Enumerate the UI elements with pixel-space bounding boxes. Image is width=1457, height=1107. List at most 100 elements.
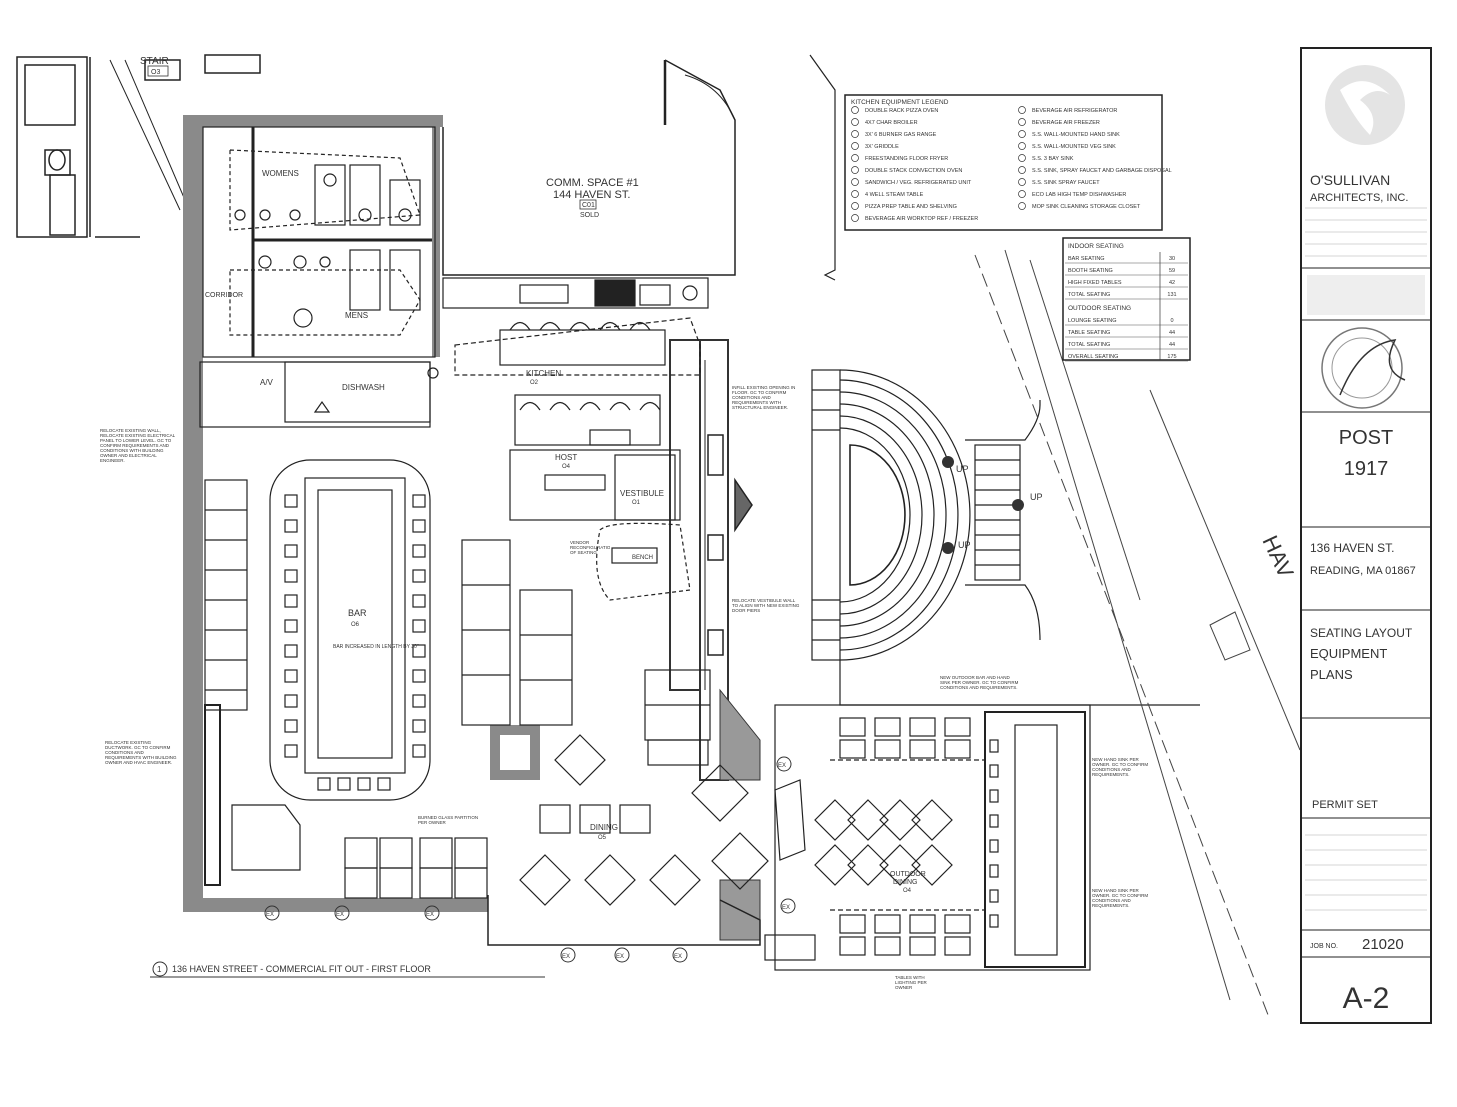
job-number: 21020 [1362, 936, 1404, 953]
indoor-seating-title: INDOOR SEATING [1068, 243, 1124, 250]
seating-row-value: 30 [1169, 256, 1175, 262]
comm-space-title: COMM. SPACE #1 [546, 177, 639, 189]
note-relocate-wall: RELOCATE EXISTING WALL, RELOCATE EXISTIN… [100, 428, 175, 463]
vestibule-number: O1 [632, 500, 641, 506]
sheet-title-2: EQUIPMENT [1310, 646, 1387, 661]
note-vendor-config: VENDOR RECONFIGURATION OF SEATING [570, 540, 610, 555]
exit-markers: EX EX EX EX EX EX EX EX [264, 756, 796, 963]
legend-marker [851, 130, 859, 138]
legend-item: BEVERAGE AIR WORKTOP REF / FREEZER [865, 216, 978, 222]
vestibule-label: VESTIBULE [620, 489, 664, 498]
restroom-labels: WOMENS MENS CORRIDOR [205, 169, 368, 320]
left-booths [204, 479, 301, 886]
dining-labels: DINING O5 [590, 823, 618, 841]
legend-marker [851, 154, 859, 162]
note-relocate-vestibule: RELOCATE VESTIBULE WALL TO ALIGN WITH NE… [732, 598, 799, 613]
svg-text:EX: EX [336, 912, 344, 918]
firm-name: O'SULLIVAN [1310, 172, 1390, 188]
svg-text:EX: EX [562, 954, 570, 960]
seating-row-label: OVERALL SEATING [1068, 354, 1118, 360]
seating-row-value: 44 [1169, 330, 1175, 336]
up-label: UP [956, 464, 969, 474]
seating-row-label: BAR SEATING [1068, 256, 1105, 262]
exit-marker: EX [560, 947, 576, 963]
legend-item: S.S. SINK SPRAY FAUCET [1032, 180, 1100, 186]
note-infill-floor: INFILL EXISTING OPENING IN FLOOR. GC TO … [732, 385, 795, 410]
legend-item: DOUBLE STACK CONVECTION OVEN [865, 168, 962, 174]
outdoor-labels: OUTDOOR DINING O4 [890, 871, 926, 894]
dining-number: O5 [598, 835, 607, 841]
legend-item: 4X7 CHAR BROILER [865, 120, 918, 126]
comm-space-room [442, 59, 736, 276]
outdoor-side-chairs [989, 739, 999, 928]
legend-item: 3X' 6 BURNER GAS RANGE [865, 132, 937, 138]
firm-name-2: ARCHITECTS, INC. [1310, 192, 1408, 204]
outdoor-label: OUTDOOR [890, 871, 926, 878]
legend-item: MOP SINK CLEANING STORAGE CLOSET [1032, 204, 1141, 210]
comm-space-note: SOLD [580, 212, 599, 219]
legend-left-column: DOUBLE RACK PIZZA OVEN 4X7 CHAR BROILER 3X… [851, 106, 978, 222]
svg-text:EX: EX [674, 954, 682, 960]
sheet-number: A-2 [1343, 982, 1390, 1015]
legend-marker [851, 106, 859, 114]
seating-row-label: LOUNGE SEATING [1068, 318, 1117, 324]
host-number: O4 [562, 464, 571, 470]
dishwash-label: DISHWASH [342, 383, 385, 392]
equipment-legend: KITCHEN EQUIPMENT LEGEND DOUBLE RACK PIZ… [844, 94, 1172, 231]
legend-marker [1018, 190, 1026, 198]
outdoor-seating-title: OUTDOOR SEATING [1068, 305, 1131, 312]
callout-notes: RELOCATE EXISTING WALL, RELOCATE EXISTIN… [100, 385, 1148, 990]
exit-marker: EX [264, 905, 280, 921]
legend-marker [1018, 166, 1026, 174]
legend-item: ECO LAB HIGH TEMP DISHWASHER [1032, 192, 1126, 198]
seating-row-value: 175 [1167, 354, 1176, 360]
bar-number: O6 [351, 622, 360, 628]
stair-label: STAIR O3 [140, 56, 169, 77]
project-name-2: 1917 [1344, 458, 1389, 480]
building-walls [183, 115, 761, 941]
up-label: UP [1030, 492, 1043, 502]
bar-increased-note: BAR INCREASED IN LENGTH BY 30" [333, 644, 419, 650]
permit-set-label: PERMIT SET [1312, 799, 1378, 811]
exit-marker: EX [424, 905, 440, 921]
bench-label: BENCH [632, 555, 653, 561]
up-label: UP [958, 540, 971, 550]
corridor-label: CORRIDOR [205, 292, 243, 299]
legend-title: KITCHEN EQUIPMENT LEGEND [851, 99, 949, 106]
project-name: POST [1339, 427, 1393, 449]
av-label: A/V [260, 378, 274, 387]
mens-label: MENS [345, 311, 368, 320]
exit-marker: EX [672, 947, 688, 963]
legend-marker [1018, 142, 1026, 150]
seating-row-label: HIGH FIXED TABLES [1068, 280, 1122, 286]
legend-marker [851, 202, 859, 210]
legend-item: BEVERAGE AIR REFRIGERATOR [1032, 108, 1117, 114]
host-label: HOST [555, 453, 577, 462]
legend-item: DOUBLE RACK PIZZA OVEN [865, 108, 938, 114]
seating-row-label: TOTAL SEATING [1068, 292, 1110, 298]
exit-marker: EX [776, 756, 792, 772]
kitchen-labels: KITCHEN O2 DISHWASH A/V [260, 369, 561, 392]
seating-row-label: TOTAL SEATING [1068, 342, 1110, 348]
caption-text: 136 HAVEN STREET - COMMERCIAL FIT OUT - … [172, 964, 431, 974]
outdoor-number: O4 [903, 888, 912, 894]
note-tables-lighting: TABLES WITH LIGHTING PER OWNER [895, 975, 927, 990]
svg-text:EX: EX [616, 954, 624, 960]
seating-row-value: 42 [1169, 280, 1175, 286]
job-number-label: JOB NO. [1310, 943, 1338, 950]
stair-number: O3 [151, 69, 160, 76]
sheet-title-3: PLANS [1310, 667, 1353, 682]
firm-logo-icon [1325, 65, 1405, 145]
legend-item: 3X' GRIDDLE [865, 144, 899, 150]
legend-marker [1018, 178, 1026, 186]
svg-text:EX: EX [266, 912, 274, 918]
legend-marker [851, 166, 859, 174]
adjacent-stair-area [16, 54, 261, 238]
legend-item: S.S. 3 BAY SINK [1032, 156, 1074, 162]
seating-row-value: 44 [1169, 342, 1175, 348]
host-vestibule [509, 449, 691, 601]
title-block: O'SULLIVAN ARCHITECTS, INC. POST 1917 13… [1300, 47, 1432, 1024]
svg-text:EX: EX [426, 912, 434, 918]
project-address: 136 HAVEN ST. [1310, 541, 1394, 555]
